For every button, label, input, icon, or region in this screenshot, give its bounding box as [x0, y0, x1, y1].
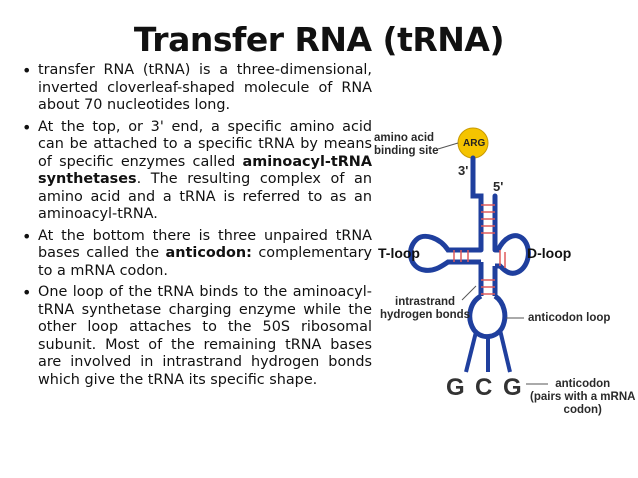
stalk-left	[464, 331, 478, 373]
bullet-list: transfer RNA (tRNA) is a three-dimension…	[22, 62, 372, 393]
bullet-bold-term: anticodon:	[165, 245, 252, 261]
bullet-text: . The resulting complex of an amino acid…	[38, 171, 372, 222]
d-loop-label: D-loop	[527, 245, 572, 261]
intrastrand-label: intrastrand hydrogen bonds	[380, 296, 471, 321]
bullet-bold-term: aminoacyl-tRNA synthetases	[38, 153, 372, 188]
t-loop-label: T-loop	[378, 245, 420, 261]
anticodon-loop-shape	[467, 293, 508, 339]
hydrogen-bonds-d-arm	[499, 250, 506, 268]
page-title: Transfer RNA (tRNA)	[133, 20, 505, 59]
hydrogen-bonds-acceptor	[481, 204, 495, 234]
anticodon-label: anticodon (pairs with a mRNA codon)	[530, 378, 636, 416]
arg-label: ARG	[463, 138, 486, 149]
d-loop-shape	[495, 233, 531, 276]
bullet-item: At the top, or 3' end, a specific amino …	[22, 119, 372, 224]
bullet-text: transfer RNA (tRNA) is a three-dimension…	[38, 62, 372, 113]
bullet-item: transfer RNA (tRNA) is a three-dimension…	[22, 62, 372, 115]
pointer-amino-acid	[437, 142, 459, 150]
hydrogen-bonds-anticodon-stem	[481, 279, 495, 295]
strand-3prime	[470, 155, 484, 253]
t-loop-shape	[407, 233, 481, 273]
bullet-text: One loop of the tRNA binds to the aminoa…	[38, 284, 372, 388]
anticodon-base: G	[503, 374, 522, 401]
anticodon-base: C	[475, 374, 493, 401]
amino-acid-site-label: amino acid binding site	[374, 132, 439, 157]
bullet-text: At the top, or 3' end, a specific amino …	[38, 118, 372, 170]
hydrogen-bonds-t-arm	[453, 250, 469, 262]
bullet-text: At the bottom there is three unpaired tR…	[38, 227, 372, 262]
anticodon-base: G	[446, 374, 465, 401]
five-prime-label: 5'	[493, 179, 504, 194]
bullet-text: complementary to a mRNA codon.	[38, 245, 372, 279]
anticodon-loop-label: anticodon loop	[528, 312, 611, 324]
stalk-right	[498, 329, 512, 373]
pointer-intrastrand	[461, 285, 477, 301]
bullet-item: At the bottom there is three unpaired tR…	[22, 228, 372, 281]
three-prime-label: 3'	[458, 163, 469, 178]
bullet-item: One loop of the tRNA binds to the aminoa…	[22, 284, 372, 389]
